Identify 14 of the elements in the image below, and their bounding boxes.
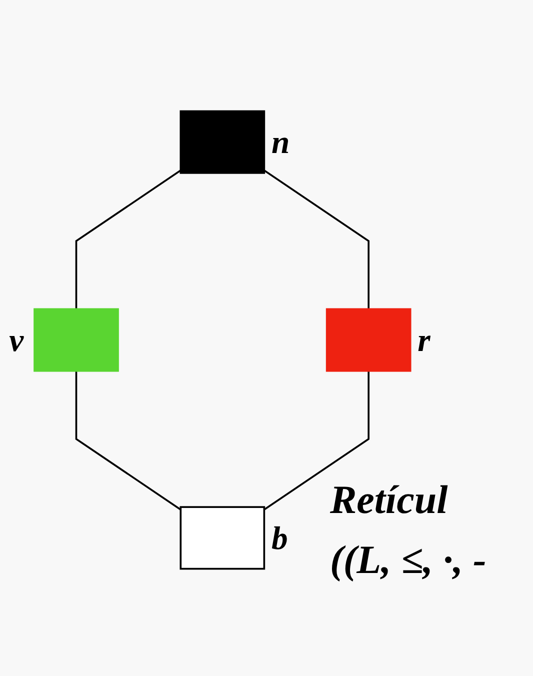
lattice-edge [264, 370, 370, 510]
lattice-edge [75, 170, 182, 310]
element-label: r [418, 322, 430, 359]
lattice-element-square [180, 110, 266, 174]
lattice-element-square [34, 308, 119, 372]
lattice-edge [264, 170, 370, 310]
lattice-edge [75, 370, 182, 510]
element-label: n [271, 124, 290, 161]
lattice-element-square [180, 506, 266, 570]
element-label: v [9, 322, 24, 359]
caption-text: ((L, ≤, ·, - [330, 536, 486, 584]
caption-text: Retícul [330, 476, 449, 524]
lattice-element-square [326, 308, 412, 372]
element-label: b [271, 520, 288, 557]
